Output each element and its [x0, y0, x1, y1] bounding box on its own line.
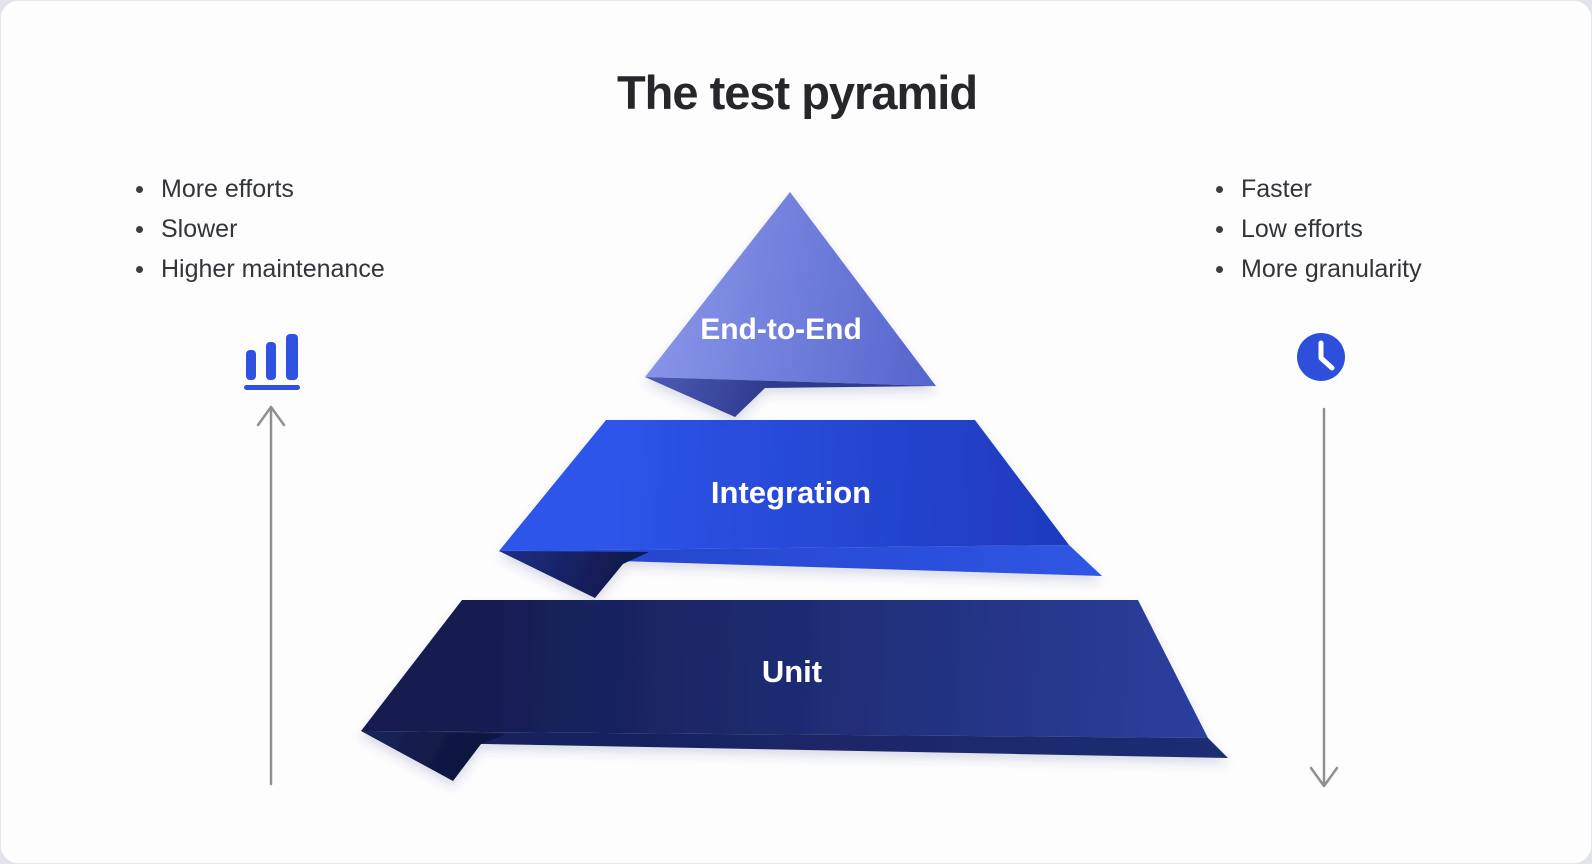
list-item: More granularity — [1216, 249, 1422, 289]
pyramid-layer-unit: Unit — [361, 600, 1228, 781]
integration-bottom-lip — [499, 545, 1102, 576]
bullet-dot — [136, 185, 143, 193]
right-bullet-list: Faster Low efforts More granularity — [1216, 169, 1422, 289]
bullet-label: Slower — [161, 214, 238, 243]
left-bullet-list: More efforts Slower Higher maintenance — [136, 169, 385, 289]
down-arrow — [1309, 407, 1339, 788]
integration-label: Integration — [711, 475, 871, 510]
list-item: Low efforts — [1216, 209, 1422, 249]
bar-chart-icon — [244, 334, 300, 390]
bullet-label: More efforts — [161, 174, 294, 203]
list-item: Slower — [136, 209, 385, 249]
pyramid-layer-end-to-end: End-to-End — [645, 192, 936, 417]
end-to-end-face — [645, 192, 936, 386]
list-item: Higher maintenance — [136, 249, 385, 289]
bullet-label: Faster — [1241, 174, 1312, 203]
end-to-end-fold — [645, 377, 936, 417]
page-title: The test pyramid — [616, 66, 978, 119]
unit-bottom-lip — [361, 731, 1228, 758]
unit-face — [361, 600, 1208, 738]
end-to-end-label: End-to-End — [700, 313, 862, 346]
unit-left-fold — [361, 731, 506, 781]
pyramid-layer-integration: Integration — [499, 420, 1102, 598]
bullet-dot — [1216, 225, 1223, 233]
bullet-dot — [136, 225, 143, 233]
bullet-label: More granularity — [1241, 254, 1422, 283]
list-item: Faster — [1216, 169, 1422, 209]
unit-label: Unit — [762, 654, 822, 689]
bullet-label: Low efforts — [1241, 214, 1363, 243]
bullet-dot — [1216, 265, 1223, 273]
list-item: More efforts — [136, 169, 385, 209]
bullet-dot — [136, 265, 143, 273]
bullet-dot — [1216, 185, 1223, 193]
bullet-label: Higher maintenance — [161, 254, 385, 283]
clock-icon — [1297, 333, 1345, 381]
up-arrow — [256, 405, 286, 786]
integration-left-fold — [499, 551, 649, 598]
integration-face — [499, 420, 1069, 551]
